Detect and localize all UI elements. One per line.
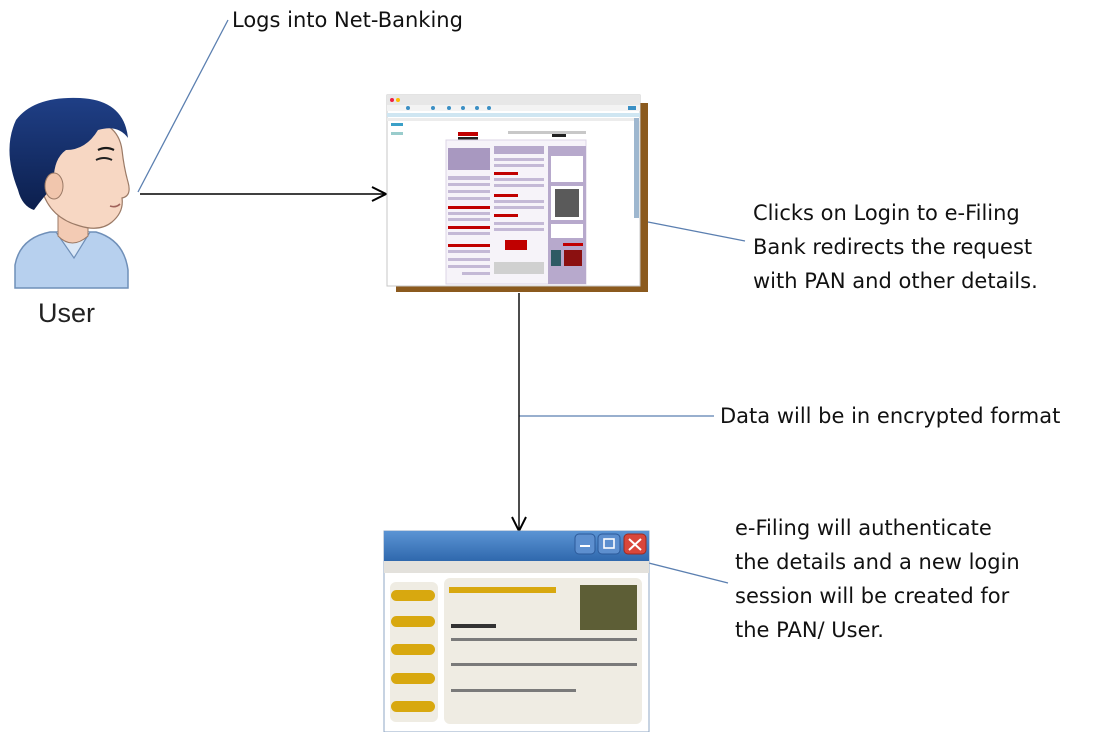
redirect-note-line-3: with PAN and other details. [753, 269, 1038, 293]
user-head-icon [9, 97, 130, 289]
login-note: Logs into Net-Banking [232, 8, 463, 32]
redirect-note-line-2: Bank redirects the request [753, 235, 1033, 259]
authenticate-note-line-1: e-Filing will authenticate [735, 516, 992, 540]
efiling-window-icon [383, 530, 650, 732]
login-callout-line [137, 19, 229, 193]
authenticate-note: e-Filing will authenticate the details a… [735, 511, 1020, 647]
redirect-note: Clicks on Login to e-Filing Bank redirec… [753, 196, 1038, 298]
redirect-callout-line [647, 221, 746, 242]
authenticate-note-line-4: the PAN/ User. [735, 618, 884, 642]
authenticate-note-line-3: session will be created for [735, 584, 1010, 608]
bank-website-icon [386, 94, 648, 292]
redirect-note-line-1: Clicks on Login to e-Filing [753, 201, 1020, 225]
user-label: User [38, 298, 95, 328]
encrypted-note: Data will be in encrypted format [720, 404, 1061, 428]
authenticate-note-line-2: the details and a new login [735, 550, 1020, 574]
